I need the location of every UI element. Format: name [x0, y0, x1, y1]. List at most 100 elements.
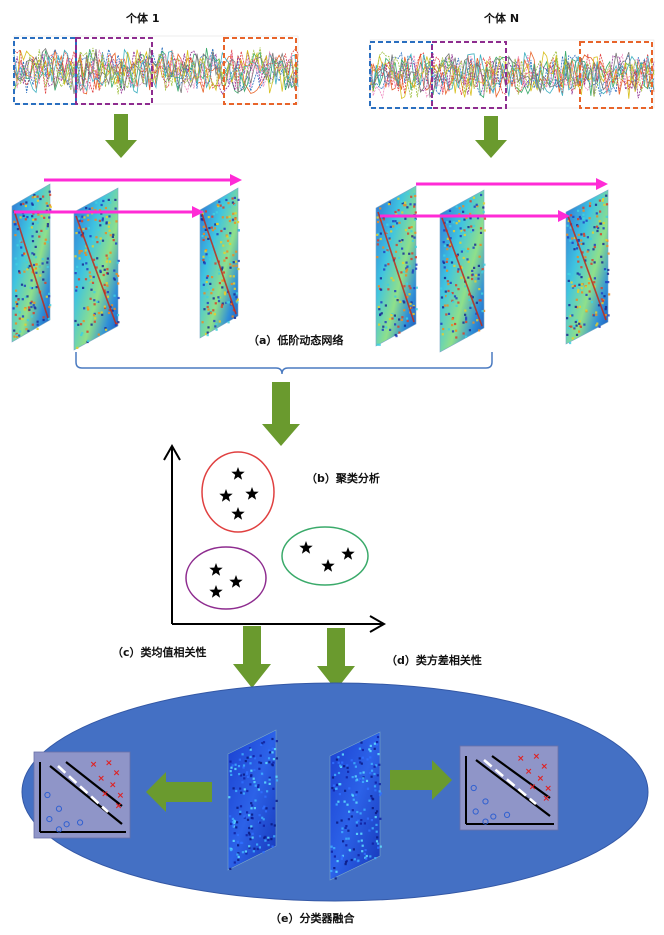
matrix-cell: [230, 822, 233, 825]
matrix-cell: [463, 218, 466, 221]
matrix-cell: [19, 216, 22, 219]
matrix-cell: [369, 744, 372, 747]
matrix-cell: [568, 273, 571, 276]
matrix-cell: [457, 288, 460, 291]
matrix-cell: [34, 267, 38, 270]
classifier-panel-left: ××××××××: [33, 751, 131, 839]
matrix-cell: [204, 250, 207, 253]
matrix-cell: [340, 857, 343, 860]
matrix-cell: [101, 217, 104, 220]
matrix-cell: [257, 785, 260, 788]
matrix-cell: [603, 268, 607, 271]
matrix-cell: [354, 765, 357, 768]
matrix-cell: [31, 222, 34, 225]
matrix-cell: [236, 806, 239, 809]
matrix-cell: [15, 301, 18, 304]
matrix-cell: [460, 276, 463, 279]
matrix-cell: [252, 850, 255, 853]
signal-line: [13, 49, 299, 94]
matrix-cell: [398, 318, 401, 321]
matrix-cell: [580, 233, 583, 236]
matrix-cell: [383, 250, 386, 254]
matrix-cell: [447, 312, 451, 315]
matrix-cell: [104, 306, 107, 310]
matrix-cell: [221, 279, 224, 282]
signal-line: [13, 47, 299, 95]
right-arrow-classifier: [390, 760, 452, 800]
matrix-cell: [361, 844, 364, 847]
matrix-cell: [443, 229, 446, 232]
matrix-cell: [582, 217, 585, 220]
matrix-cell: [444, 290, 447, 293]
matrix-cell: [241, 851, 244, 854]
matrix-cell: [108, 257, 111, 260]
matrix-cell: [365, 779, 369, 782]
matrix-cell: [584, 285, 587, 288]
class-circle-mark: [470, 784, 477, 792]
matrix-cell: [464, 285, 467, 288]
matrix-cell: [275, 779, 279, 782]
matrix-cell: [477, 277, 480, 280]
matrix-cell: [604, 314, 607, 317]
margin-line: [475, 759, 551, 817]
matrix-cell: [101, 239, 105, 242]
matrix: [227, 729, 279, 871]
class-cross-mark: ×: [541, 762, 549, 772]
matrix-cell: [226, 239, 230, 242]
matrix-cell: [211, 276, 214, 279]
matrix-cell: [245, 852, 248, 855]
matrix-cell: [116, 261, 119, 264]
matrix-cell: [369, 756, 372, 759]
matrix-cell: [481, 310, 484, 313]
matrix-cell: [371, 807, 374, 810]
matrix-cell: [374, 816, 377, 819]
matrix-cell: [336, 821, 339, 824]
matrix-cell: [362, 777, 365, 780]
matrix-cell: [46, 204, 49, 207]
matrix-cell: [473, 266, 476, 269]
matrix-cell: [346, 803, 349, 806]
matrix-cell: [455, 284, 458, 287]
matrix-cell: [86, 330, 89, 333]
matrix-cell: [115, 242, 118, 245]
matrix-cell: [475, 312, 478, 315]
matrix-cell: [450, 258, 453, 261]
matrix-cell: [455, 222, 458, 225]
matrix-cell: [75, 289, 78, 292]
matrix-cell: [38, 265, 41, 268]
matrix-cell: [359, 812, 362, 815]
matrix-cell: [94, 317, 97, 320]
matrix-cell: [229, 770, 232, 773]
matrix-cell: [31, 235, 34, 238]
matrix-cell: [374, 781, 377, 784]
matrix-cell: [230, 302, 233, 306]
matrix-cell: [375, 823, 378, 826]
matrix-cell: [238, 773, 241, 776]
matrix-cell: [35, 271, 38, 274]
matrix-cell: [23, 270, 26, 273]
matrix-cell: [49, 304, 52, 307]
matrix-cell: [356, 810, 359, 814]
matrix-cell: [478, 255, 481, 258]
matrix-cell: [232, 212, 235, 215]
matrix-cell: [49, 208, 52, 211]
matrix-cell: [221, 286, 224, 289]
matrix-cell: [357, 840, 360, 843]
matrix-cell: [105, 222, 108, 225]
matrix-cell: [446, 221, 449, 224]
matrix-cell: [465, 320, 468, 324]
matrix-cell: [251, 804, 254, 807]
matrix-cell: [415, 267, 418, 270]
matrix-cell: [230, 261, 233, 264]
window-box-orange: [223, 37, 297, 105]
matrix-cell: [103, 268, 106, 271]
matrix-cell: [448, 220, 451, 223]
matrix-cell: [331, 787, 334, 790]
star-point: [209, 563, 223, 576]
matrix-cell: [42, 316, 45, 319]
matrix-cell: [382, 325, 385, 328]
matrix-cell: [21, 254, 24, 257]
matrix-cell: [81, 263, 84, 266]
matrix-cell: [19, 203, 22, 206]
